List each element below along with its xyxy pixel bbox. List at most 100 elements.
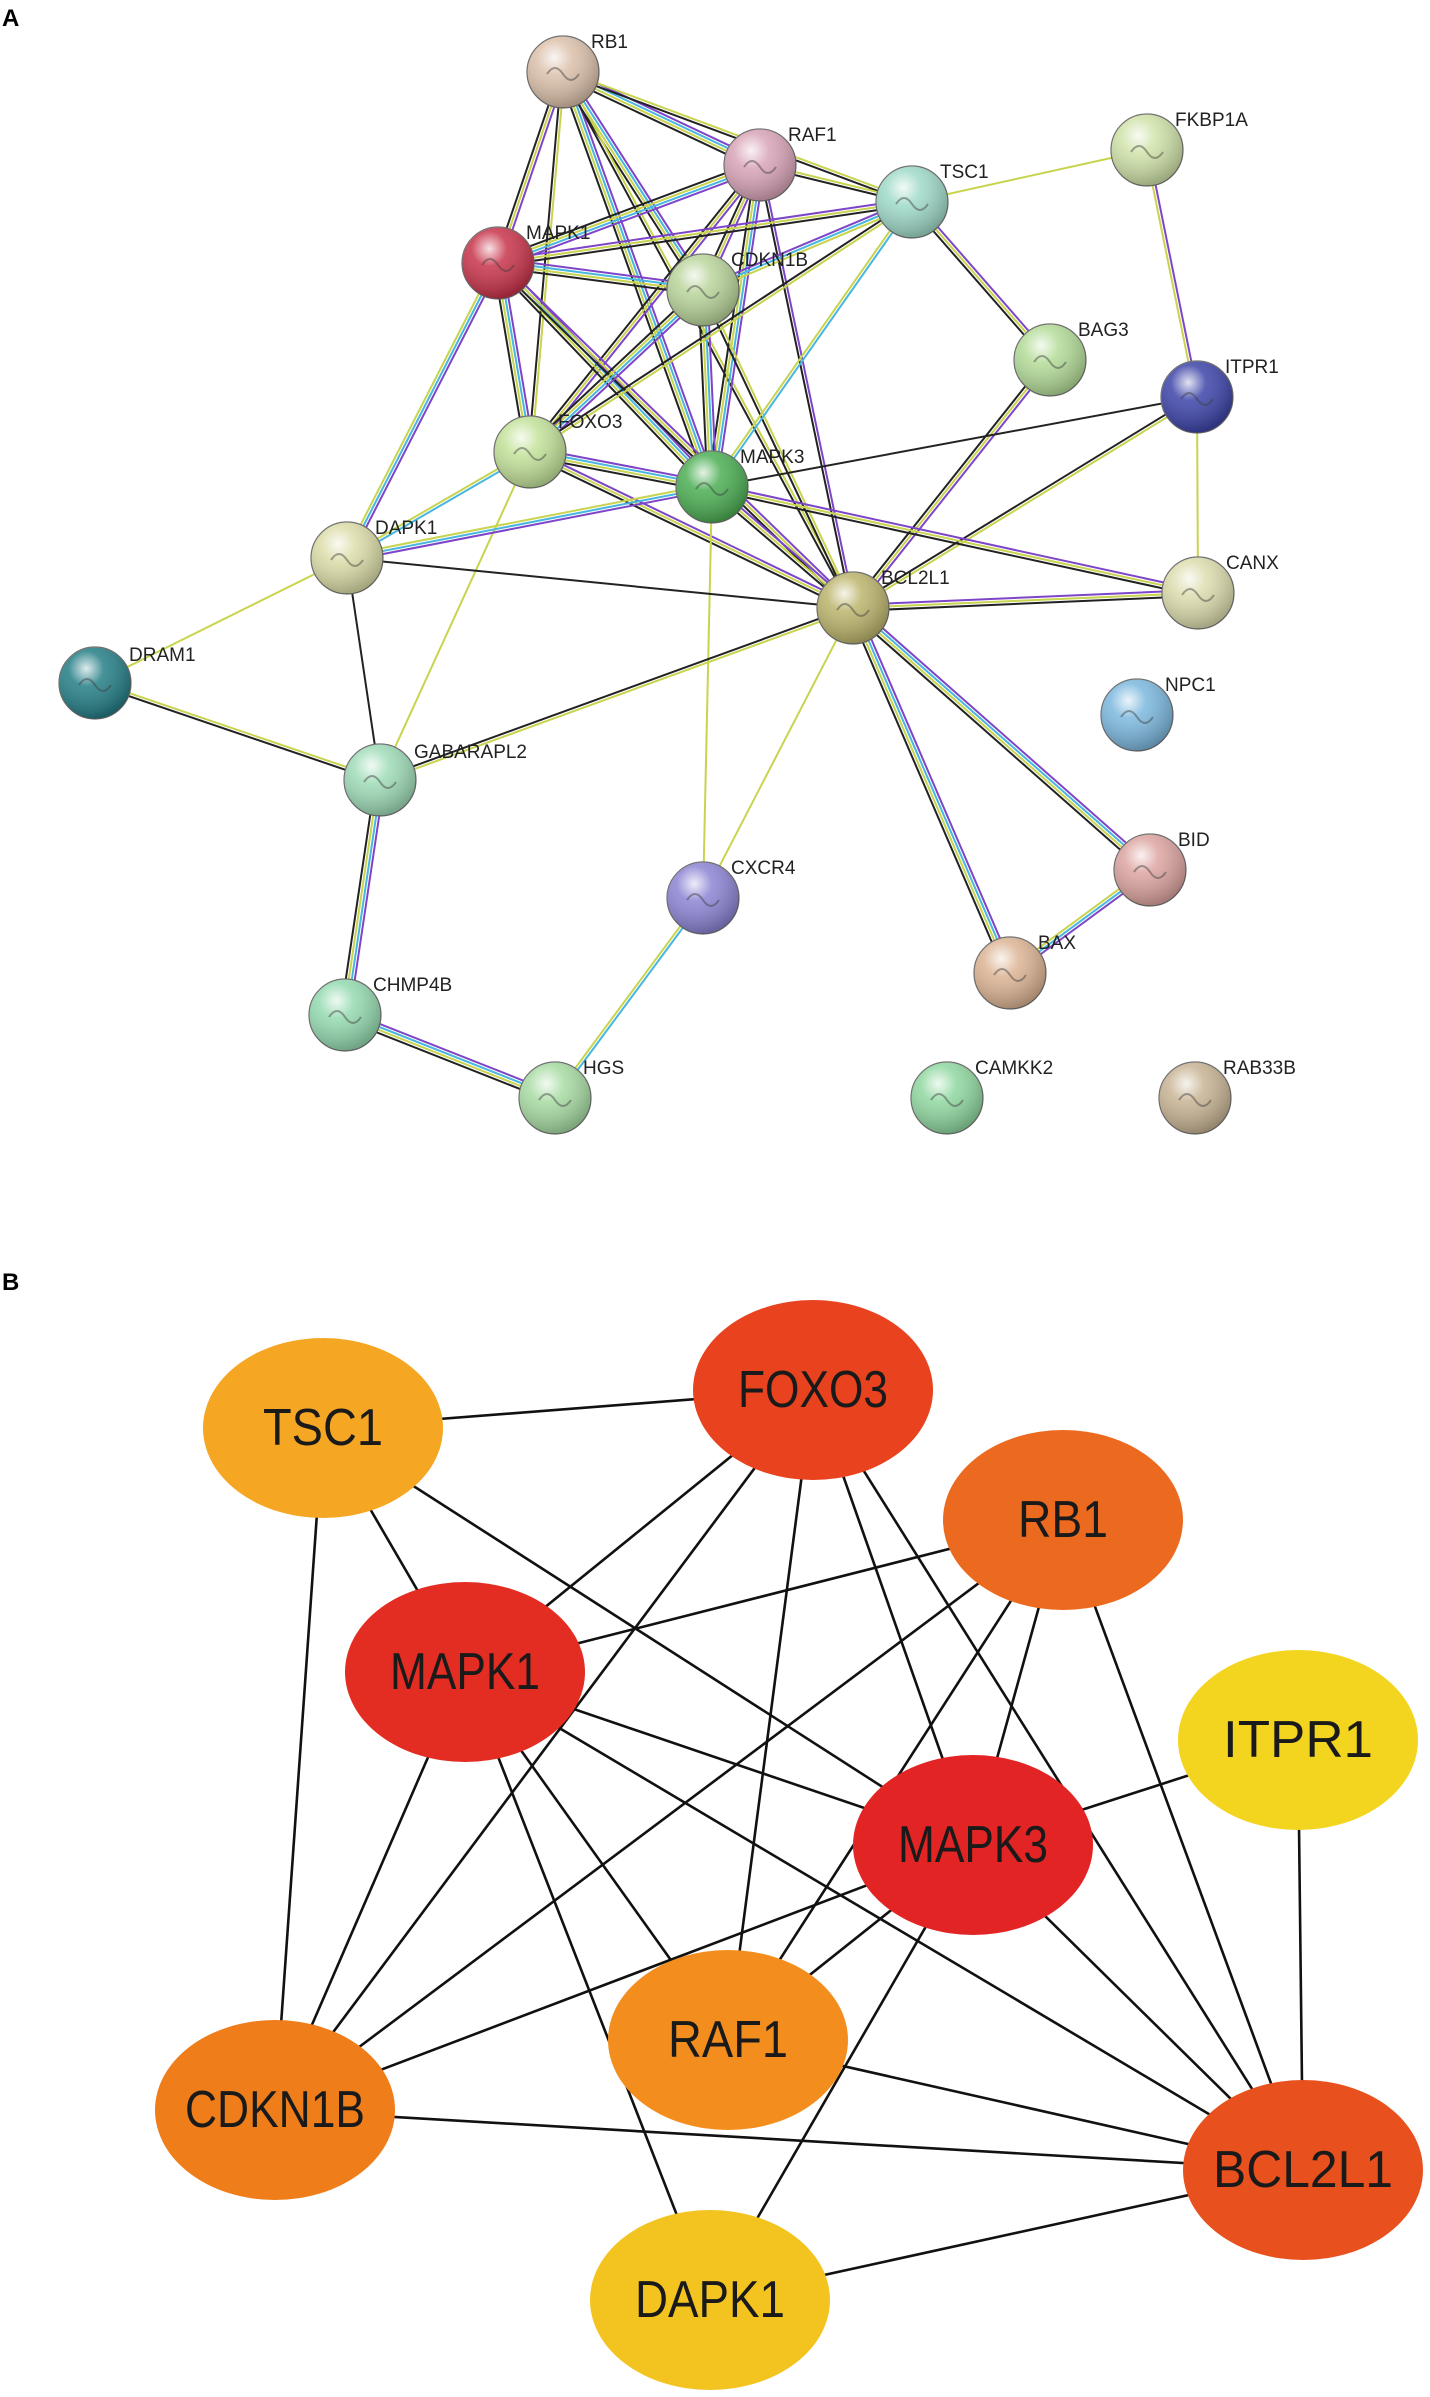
node-bax[interactable]: BAX [973,933,1076,1010]
protein-structure-icon [330,553,364,567]
node-camkk2[interactable]: CAMKK2 [910,1058,1053,1135]
hub-node-label: CDKN1B [185,2081,365,2139]
hub-node-itpr1[interactable]: ITPR1 [1178,1650,1418,1830]
node-dapk1[interactable]: DAPK1 [310,518,437,595]
node-label: DAPK1 [375,518,437,539]
protein-structure-icon [743,160,777,174]
edge-evidence-line [853,606,1152,870]
node-sphere-shine [1159,1062,1231,1134]
edge-tsc1-foxo3 [528,199,914,455]
node-bag3[interactable]: BAG3 [1013,320,1129,397]
edge-evidence-line [852,589,1198,607]
node-bcl2l1[interactable]: BCL2L1 [816,568,950,645]
edge-cdkn1b-bcl2l1 [274,2108,1304,2172]
protein-structure-icon [538,1093,572,1107]
edge-evidence-line [853,397,1199,611]
node-rab33b[interactable]: RAB33B [1158,1058,1296,1135]
protein-structure-icon [686,285,720,299]
edge-foxo3-cdkn1b [273,1389,815,2111]
node-mapk3[interactable]: MAPK3 [675,447,804,524]
hub-node-ellipse [853,1755,1093,1935]
edge-evidence-line [497,198,912,262]
node-foxo3[interactable]: FOXO3 [493,412,622,489]
hub-node-tsc1[interactable]: TSC1 [203,1338,443,1518]
node-tsc1[interactable]: TSC1 [875,162,989,239]
node-hgs[interactable]: HGS [518,1058,624,1135]
node-gabarapl2[interactable]: GABARAPL2 [343,742,527,817]
edge-evidence-line [709,164,760,487]
node-itpr1[interactable]: ITPR1 [1160,357,1279,434]
protein-structure-icon [1133,865,1167,879]
hub-node-foxo3[interactable]: FOXO3 [693,1300,933,1480]
node-bid[interactable]: BID [1113,830,1210,907]
edge-evidence-line [563,70,706,290]
edge-mapk3-dapk1 [346,483,713,562]
edge-evidence-line [529,451,854,609]
edge-evidence-line [852,592,1199,609]
hub-node-mapk1[interactable]: MAPK1 [345,1582,585,1762]
edge-tsc1-mapk3 [709,200,915,489]
edge-evidence-line [702,486,713,899]
edge-bcl2l1-cxcr4 [702,607,854,899]
node-cxcr4[interactable]: CXCR4 [666,858,796,935]
edge-mapk1-dapk1 [343,261,502,560]
edge-evidence-line [856,605,1016,972]
node-label: ITPR1 [1225,357,1279,378]
node-label: RB1 [591,32,628,53]
hub-node-label: ITPR1 [1223,1711,1373,1769]
node-label: CDKN1B [731,250,808,271]
edge-evidence-line [552,896,703,1098]
node-label: FOXO3 [558,412,622,433]
node-sphere-shine [1101,679,1173,751]
protein-structure-icon [695,482,729,496]
node-label: CXCR4 [731,858,796,879]
node-rb1[interactable]: RB1 [526,32,628,109]
edge-evidence-line [499,260,856,607]
node-npc1[interactable]: NPC1 [1100,675,1216,752]
protein-structure-icon [363,775,397,789]
hub-node-ellipse [203,1338,443,1518]
edge-evidence-line [854,361,1054,611]
edge-evidence-line [702,607,854,899]
node-sphere-shine [676,451,748,523]
node-dram1[interactable]: DRAM1 [58,645,196,720]
edge-evidence-line [563,71,715,487]
hub-node-raf1[interactable]: RAF1 [608,1950,848,2130]
node-canx[interactable]: CANX [1161,553,1279,630]
hub-node-bcl2l1[interactable]: BCL2L1 [1183,2080,1423,2260]
node-mapk1[interactable]: MAPK1 [461,223,590,300]
node-label: CAMKK2 [975,1058,1053,1079]
protein-structure-icon [930,1093,964,1107]
edge-rb1-foxo3 [527,71,566,453]
edge-evidence-line [379,605,853,780]
edge-evidence-line [498,165,761,266]
hub-node-rb1[interactable]: RB1 [943,1430,1183,1610]
node-label: RAB33B [1223,1058,1296,1079]
edge-evidence-line [555,898,706,1100]
edge-evidence-line [1147,149,1200,397]
protein-structure-icon [686,893,720,907]
node-label: BID [1178,830,1210,851]
edge-raf1-foxo3 [526,162,764,455]
edge-evidence-line [496,159,759,260]
hub-node-mapk3[interactable]: MAPK3 [853,1755,1093,1935]
hub-node-ellipse [1183,2080,1423,2260]
node-fkbp1a[interactable]: FKBP1A [1110,110,1248,187]
node-sphere-shine [462,227,534,299]
node-raf1[interactable]: RAF1 [723,125,837,202]
edge-bcl2l1-bax [847,605,1016,976]
hub-node-dapk1[interactable]: DAPK1 [590,2210,830,2390]
node-label: DRAM1 [129,645,196,666]
edge-evidence-line [348,263,502,560]
node-sphere-shine [1111,114,1183,186]
edge-evidence-line [343,261,497,558]
node-chmp4b[interactable]: CHMP4B [308,975,452,1052]
protein-structure-icon [513,447,547,461]
node-sphere-shine [667,254,739,326]
node-cdkn1b[interactable]: CDKN1B [666,250,808,327]
node-label: MAPK1 [526,223,590,244]
hub-node-cdkn1b[interactable]: CDKN1B [155,2020,395,2200]
edge-tsc1-fkbp1a [911,149,1148,203]
edge-foxo3-gabarapl2 [379,451,531,781]
